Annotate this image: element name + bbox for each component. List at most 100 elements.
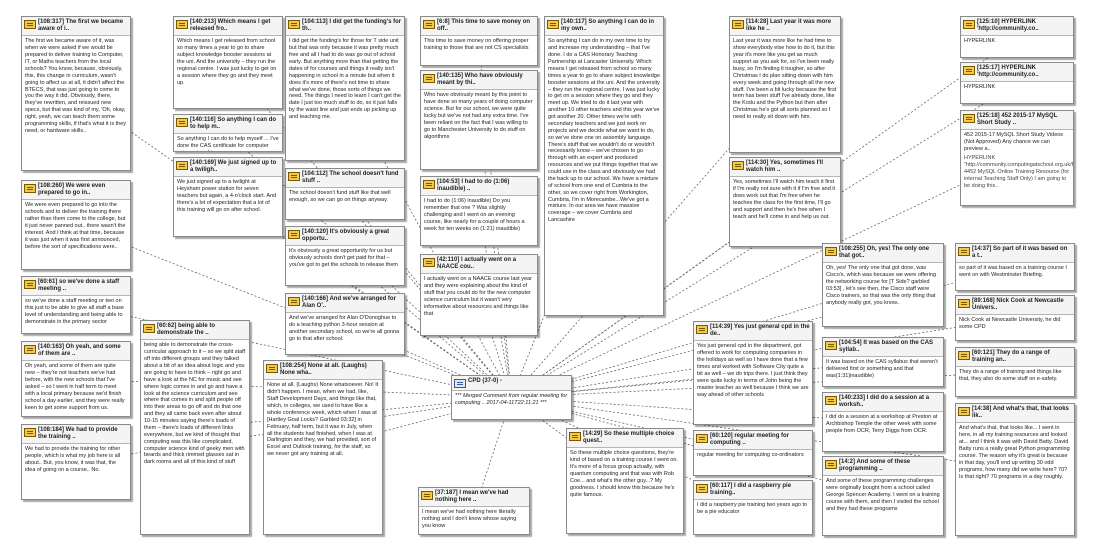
quotation-node[interactable]: [6:8] This time to save money on off.. T… [420,16,538,66]
note-body: We were even prepared to go into the sch… [25,202,126,250]
note-title: [140:116] So anything I can do to help m… [190,117,277,131]
note-title: [60:120] regular meeting for computing .… [710,433,790,447]
quotation-node[interactable]: [14:2] And some of these programming .. … [822,456,944,536]
quotation-node[interactable]: [108:255] Oh, yes! The only one that got… [822,243,944,327]
note-title: [104:54] It was based on the CAS syllab.… [839,340,934,354]
quotation-node[interactable]: [37:187] I mean we've had nothing here .… [418,487,530,535]
quotation-node[interactable]: [104:113] I did get the funding's for th… [285,16,405,161]
quotation-icon [547,20,559,29]
quotation-node[interactable]: [60:117] I did a raspberry pie training.… [693,480,813,535]
note-title: [14:37] So part of it was based on a t.. [972,246,1068,260]
quotation-icon [569,432,581,441]
quotation-icon [958,247,970,256]
note-title: [42:110] I actually went on a NAACE cou.… [437,257,517,271]
quotation-node[interactable]: [14:29] So these multiple choice quest..… [566,428,684,534]
note-title: [114:30] Yes, sometimes I'll watch him .… [746,160,824,174]
note-body: It was based on the CAS syllabus that we… [826,359,938,380]
quotation-node[interactable]: [114:28] Last year it was more like he .… [729,16,841,153]
quotation-node[interactable]: [108:254] None at all. (Laughs) None wha… [263,360,383,535]
note-body: Yes just general cpd in the department, … [697,343,809,398]
quotation-node[interactable]: [14:38] And what's that, that looks lik.… [955,403,1075,536]
quotation-node[interactable]: [140:116] So anything I can do to help m… [173,114,283,152]
quotation-node[interactable]: [125:10] HYPERLINK 'http://community.co.… [960,16,1074,58]
quotation-node[interactable]: [14:37] So part of it was based on a t..… [955,243,1075,291]
quotation-node[interactable]: [140:117] So anything I can do in my own… [544,16,664,316]
note-body: I mean we've had nothing here literally … [422,509,517,530]
note-body: This time to save money on offering prop… [424,38,529,52]
note-body: HYPERLINK [964,38,996,45]
note-body: so we've done a staff meeting or two on … [25,298,124,325]
note-body: So these multiple choice questions, they… [570,450,678,498]
note-title: [104:112] The school doesn't fund stuff … [302,171,399,185]
quotation-node[interactable]: [60:120] regular meeting for computing .… [693,430,813,476]
quotation-node[interactable]: [60:62] being able to demonstrate the ..… [140,320,250,535]
note-body: The first we became aware of it, was whe… [25,38,127,134]
note-body: So anything I can do to help myself ... … [177,136,279,151]
note-body: So anything I can do in my own time to t… [548,38,660,224]
quotation-icon [421,491,433,500]
quotation-icon [24,184,36,193]
note-body: The school doesn't fund stuff like that … [289,190,391,204]
quotation-icon [288,297,300,306]
note-body: Yes, sometimes I'll watch him teach it f… [733,179,836,220]
note-body: being able to demonstrate the cross-curr… [144,342,246,466]
note-title: [114:28] Last year it was more like he .… [746,19,832,33]
quotation-icon [24,345,36,354]
hub-node-cpd[interactable]: CPD (37-0) - *** Merged Comment from reg… [451,375,572,420]
quotation-node[interactable]: [140:135] Who have obviously meant by th… [420,70,538,170]
quotation-node[interactable]: [60:121] They do a range of training an.… [955,347,1075,397]
quotation-icon [24,280,36,289]
memo-icon [454,379,466,388]
note-title: [140:233] I did do a session at a worksh… [839,395,930,409]
quotation-node[interactable]: [108:260] We were even prepared to go in… [21,180,131,270]
note-title: [60:121] They do a range of training an.… [972,350,1050,364]
quotation-node[interactable]: [104:53] I had to do (1:06) inaudible) .… [420,176,538,246]
note-body: *** Merged Comment from regular meeting … [455,393,568,406]
note-body-text: 452 2015-17 MySQL Short Study Videos (No… [964,132,1064,153]
note-title: [108:255] Oh, yes! The only one that got… [839,246,930,260]
quotation-node[interactable]: [42:110] I actually went on a NAACE cou.… [420,254,538,336]
note-title: [37:187] I mean we've had nothing here .… [435,490,509,504]
note-title: [89:168] Nick Cook at Newcastle Univers.… [972,298,1064,312]
note-body: None at all. (Laughs) None whatsoever. N… [267,382,379,458]
quotation-icon [825,460,837,469]
quotation-icon [176,161,188,170]
note-body: And we've arranged for Alan O'Donoghue t… [289,315,400,342]
quotation-icon [288,230,300,239]
quotation-node[interactable]: [140:120] It's obviously a great opportu… [285,226,405,286]
note-title: [140:169] We just signed up to a twiligh… [190,160,277,174]
note-body: I did a raspberry pie training two years… [697,502,808,516]
quotation-node[interactable]: [114:39] Yes just general cpd in the de.… [693,321,813,425]
quotation-node[interactable]: [60:61] so we've done a staff meeting ..… [21,276,131,334]
quotation-node[interactable]: [140:213] Which means I get released fro… [173,16,283,109]
hyperlink-text[interactable]: HYPERLINK "http://community.computingats… [964,155,1074,189]
quotation-node[interactable]: [125:17] HYPERLINK 'http://community.co.… [960,62,1074,104]
note-title: [125:17] HYPERLINK 'http://community.co.… [977,65,1039,79]
note-title: [140:213] Which means I get released fro… [190,19,271,33]
note-title: [104:53] I had to do (1:06) inaudible) .… [437,179,510,193]
quotation-node[interactable]: [108:317] The first we became aware of i… [21,16,131,171]
quotation-node[interactable]: [140:163] Oh yeah, and some of them are … [21,341,131,417]
quotation-icon [143,324,155,333]
note-title: [140:135] Who have obviously meant by th… [437,73,523,87]
quotation-node[interactable]: [104:112] The school doesn't fund stuff … [285,168,405,220]
quotation-icon [825,396,837,405]
quotation-node[interactable]: [140:233] I did do a session at a worksh… [822,392,944,452]
quotation-node[interactable]: [114:30] Yes, sometimes I'll watch him .… [729,157,841,247]
quotation-node[interactable]: [89:168] Nick Cook at Newcastle Univers.… [955,295,1075,341]
quotation-icon [825,247,837,256]
note-title: [104:113] I did get the funding's for th… [302,19,402,33]
quotation-node[interactable]: [108:184] We had to provide the training… [21,424,131,500]
quotation-icon [24,428,36,437]
quotation-icon [423,258,435,267]
note-title: [125:18] 452 2015-17 MySQL Short Study .… [977,113,1058,127]
quotation-node[interactable]: [104:54] It was based on the CAS syllab.… [822,337,944,387]
quotation-icon [288,172,300,181]
note-body: Who have obviously meant by this point t… [424,92,533,140]
note-body: Which means I get released from school s… [177,38,277,86]
quotation-node[interactable]: [125:18] 452 2015-17 MySQL Short Study .… [960,110,1074,206]
quotation-icon [963,114,975,123]
quotation-node[interactable]: [140:166] And we've arranged for Alan O'… [285,293,405,355]
quotation-node[interactable]: [140:169] We just signed up to a twiligh… [173,157,283,237]
